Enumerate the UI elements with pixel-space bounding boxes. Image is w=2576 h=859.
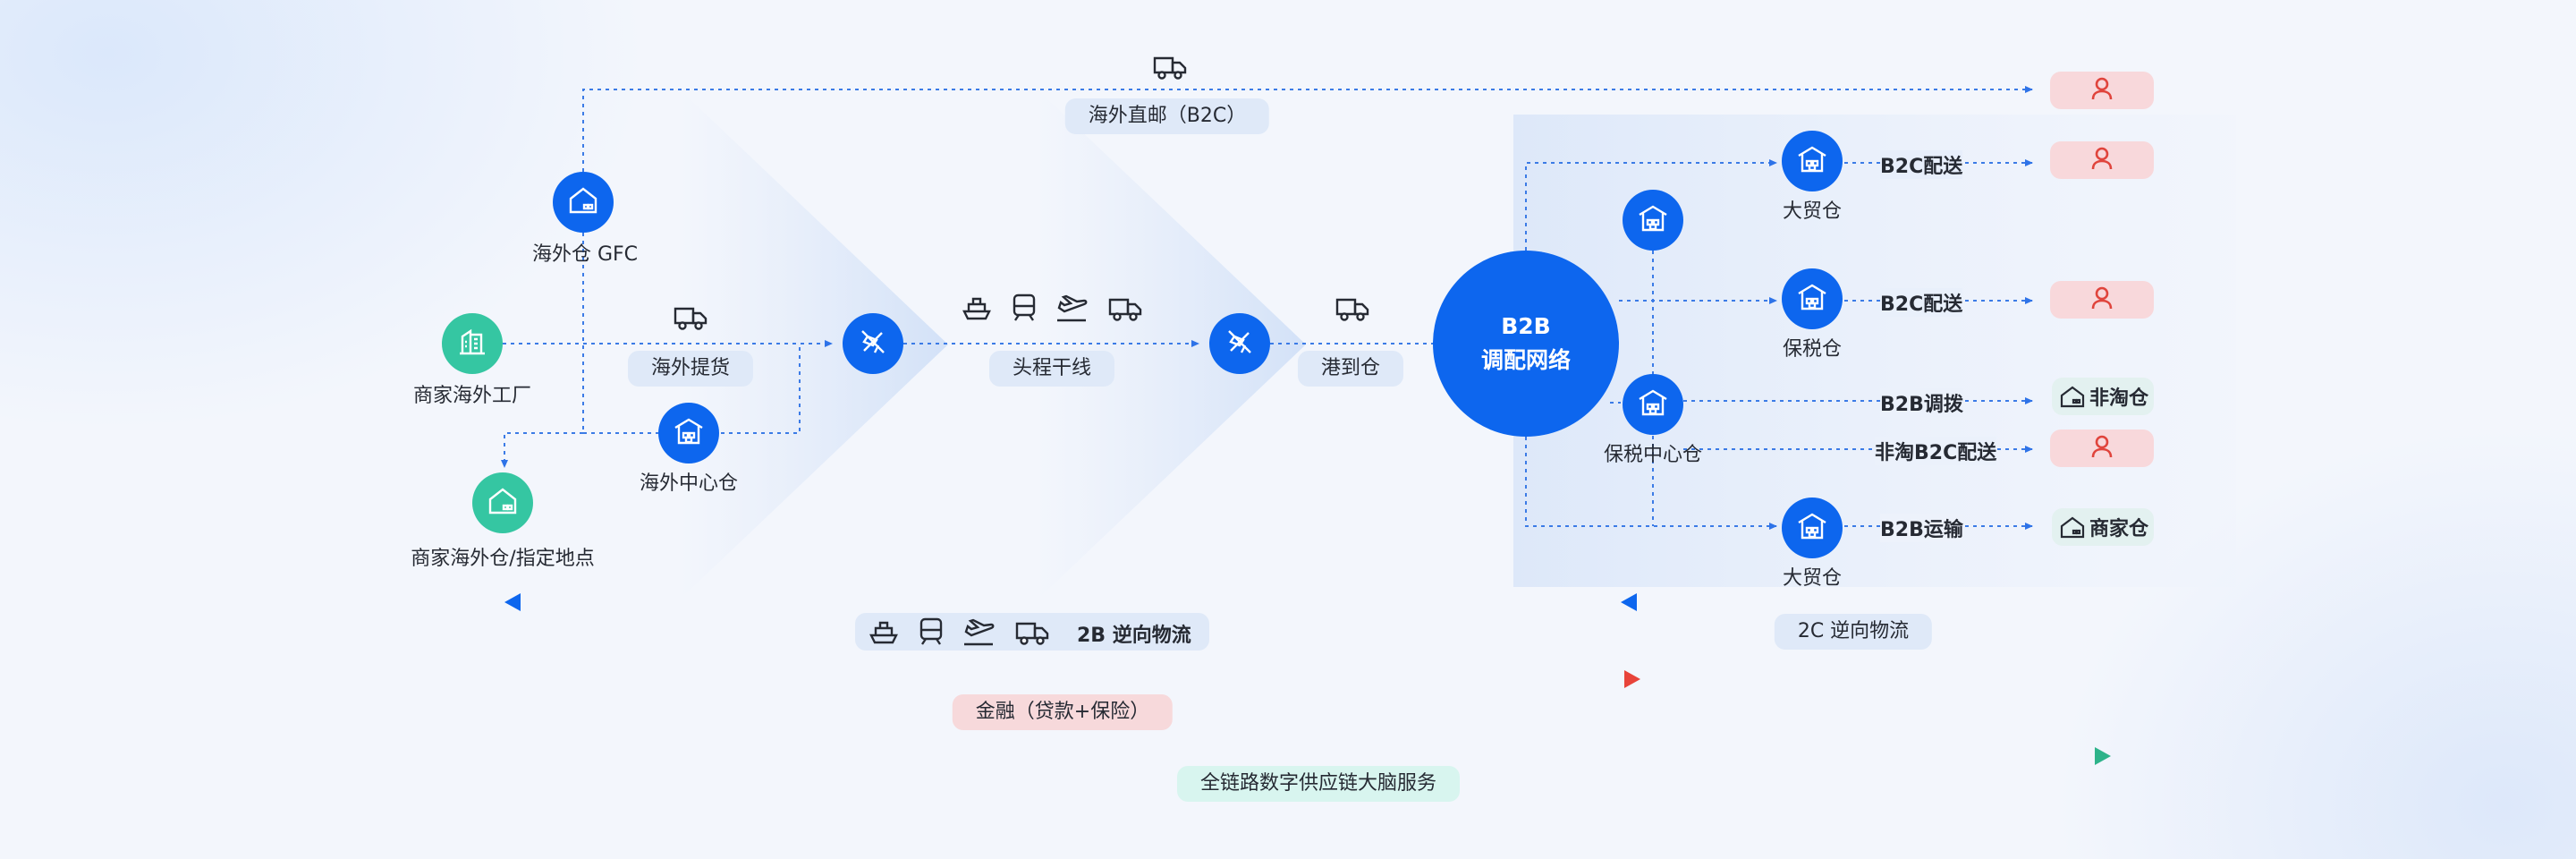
storefront-warehouse-icon bbox=[1794, 508, 1830, 548]
b2b-transport-label: B2B运输 bbox=[1880, 514, 1963, 542]
train-icon bbox=[916, 616, 946, 651]
merchant-wh-endpoint[interactable]: 商家仓 bbox=[2052, 508, 2155, 546]
plane-cross-icon bbox=[1222, 324, 1258, 363]
port-to-wh-label: 港到仓 bbox=[1297, 351, 1404, 387]
bonded-wh-node[interactable] bbox=[1782, 268, 1843, 329]
bonded-wh-label: 保税仓 bbox=[1782, 338, 1843, 361]
warehouse-icon bbox=[2060, 516, 2085, 539]
direct-mail-label: 海外直邮（B2C） bbox=[1064, 98, 1270, 134]
non-tao-wh-label: 非淘仓 bbox=[2089, 387, 2149, 410]
import-customs-hub[interactable] bbox=[1209, 313, 1270, 374]
bonded-center-wh-node[interactable] bbox=[1623, 374, 1683, 435]
warehouse-icon bbox=[485, 483, 521, 523]
b2c-delivery-2-label: B2C配送 bbox=[1880, 288, 1963, 317]
finance-label: 金融（贷款+保险） bbox=[952, 694, 1174, 730]
non-tao-b2c-label: 非淘B2C配送 bbox=[1875, 437, 1997, 465]
reverse-2c-label: 2C 逆向物流 bbox=[1774, 614, 1933, 650]
merchant-dest-label: 商家仓 bbox=[2089, 518, 2149, 540]
trunk-line-label: 头程干线 bbox=[988, 351, 1115, 387]
ship-icon bbox=[868, 616, 900, 651]
truck-icon bbox=[673, 304, 708, 335]
merchant-overseas-wh-node[interactable] bbox=[472, 472, 533, 533]
b2b-subtitle: 调配网络 bbox=[1480, 347, 1571, 373]
trade-wh-2-label: 大贸仓 bbox=[1782, 567, 1843, 590]
trade-wh-1-node[interactable] bbox=[1782, 131, 1843, 191]
storefront-warehouse-icon bbox=[671, 413, 707, 453]
truck-icon bbox=[1335, 295, 1370, 326]
truck-icon bbox=[1107, 295, 1143, 326]
person-icon bbox=[2089, 75, 2115, 106]
storefront-warehouse-icon bbox=[1635, 200, 1671, 240]
overseas-gfc-node[interactable] bbox=[553, 172, 614, 233]
merchant-factory-node[interactable] bbox=[442, 313, 503, 374]
domestic-hub-node[interactable] bbox=[1623, 190, 1683, 251]
storefront-warehouse-icon bbox=[1794, 279, 1830, 319]
customer-endpoint[interactable] bbox=[2050, 141, 2154, 179]
b2b-allocate-label: B2B调拨 bbox=[1880, 388, 1963, 417]
train-icon bbox=[1009, 292, 1039, 327]
factory-building-icon bbox=[454, 324, 490, 363]
customer-endpoint[interactable] bbox=[2050, 430, 2154, 467]
non-tao-wh-endpoint[interactable]: 非淘仓 bbox=[2052, 378, 2155, 415]
gfc-label: 海外仓 GFC bbox=[531, 243, 639, 266]
merchant-wh-label: 商家海外仓/指定地点 bbox=[411, 548, 595, 570]
trade-wh-1-label: 大贸仓 bbox=[1782, 200, 1843, 223]
plane-icon bbox=[961, 616, 996, 651]
customer-endpoint[interactable] bbox=[2050, 281, 2154, 319]
plane-cross-icon bbox=[855, 324, 891, 363]
truck-icon bbox=[1014, 619, 1050, 650]
reverse-2b-pill bbox=[855, 613, 1209, 651]
trade-wh-2-node[interactable] bbox=[1782, 498, 1843, 558]
plane-icon bbox=[1054, 292, 1089, 327]
export-customs-hub[interactable] bbox=[843, 313, 903, 374]
customer-endpoint[interactable] bbox=[2050, 72, 2154, 109]
person-icon bbox=[2089, 145, 2115, 175]
chevron-shape-1 bbox=[680, 89, 948, 600]
b2b-title: B2B bbox=[1501, 313, 1551, 339]
person-icon bbox=[2089, 285, 2115, 315]
warehouse-icon bbox=[565, 183, 601, 222]
person-icon bbox=[2089, 433, 2115, 464]
ship-icon bbox=[961, 292, 993, 327]
reverse-2b-label: 2B 逆向物流 bbox=[1077, 625, 1191, 647]
pickup-label: 海外提货 bbox=[627, 351, 754, 387]
brain-service-label: 全链路数字供应链大脑服务 bbox=[1176, 766, 1461, 802]
factory-label: 商家海外工厂 bbox=[412, 385, 532, 407]
warehouse-icon bbox=[2060, 386, 2085, 408]
b2b-allocation-network-node[interactable]: B2B 调配网络 bbox=[1433, 251, 1619, 437]
storefront-warehouse-icon bbox=[1635, 385, 1671, 424]
overseas-center-wh-node[interactable] bbox=[658, 403, 719, 464]
b2c-delivery-1-label: B2C配送 bbox=[1880, 150, 1963, 179]
truck-icon bbox=[1152, 54, 1188, 84]
bonded-center-wh-label: 保税中心仓 bbox=[1603, 444, 1703, 466]
center-wh-label: 海外中心仓 bbox=[639, 472, 739, 495]
storefront-warehouse-icon bbox=[1794, 141, 1830, 181]
